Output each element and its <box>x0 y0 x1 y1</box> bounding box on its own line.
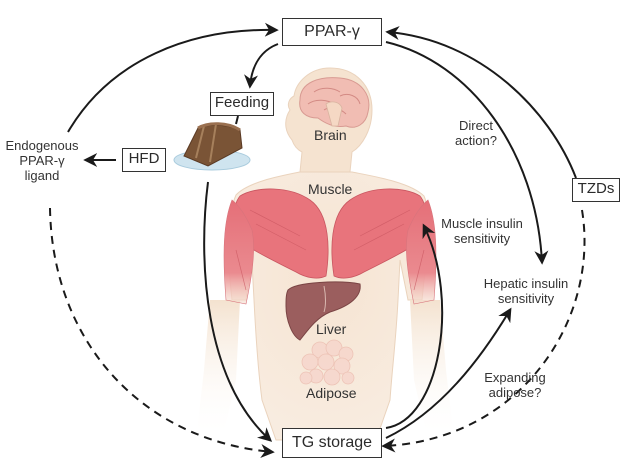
arrow-tg-to-muscle <box>385 223 444 429</box>
node-tg-storage: TG storage <box>282 428 382 458</box>
label-line: Direct <box>459 118 493 133</box>
adipose-illustration <box>299 339 355 386</box>
label-line: Expanding <box>484 370 546 385</box>
label-line: Endogenous <box>5 138 79 153</box>
label-adipose: Adipose <box>306 385 357 401</box>
label-line: Hepatic insulin <box>483 276 569 291</box>
arrow-tzds-to-ppar <box>385 26 577 179</box>
arrows <box>49 22 586 458</box>
liver-illustration <box>285 281 361 341</box>
label-line: PPAR-γ <box>19 153 65 168</box>
label-brain: Brain <box>314 127 347 143</box>
arrow-ligand-to-ppar <box>67 22 279 133</box>
arrow-feeding-to-tg <box>235 115 239 125</box>
label-muscle-insulin-sensitivity: Muscle insulin sensitivity <box>432 216 532 246</box>
node-ppar-gamma: PPAR-γ <box>282 18 382 46</box>
label-line: ligand <box>24 168 60 183</box>
label-line: sensitivity <box>453 231 511 246</box>
label-line: sensitivity <box>497 291 555 306</box>
arrow-ppar-to-feeding <box>244 43 279 89</box>
cake-icon <box>173 122 251 171</box>
label-hepatic-insulin-sensitivity: Hepatic insulin sensitivity <box>474 276 578 306</box>
arrow-tzds-to-tg-dashed <box>381 209 586 453</box>
node-hfd: HFD <box>122 148 166 172</box>
arrow-cake-to-tg <box>203 181 273 442</box>
label-line: Muscle insulin <box>441 216 523 231</box>
arrow-ppar-to-hepatic <box>385 41 549 265</box>
node-tzds: TZDs <box>572 178 620 202</box>
label-line: action? <box>455 133 497 148</box>
label-direct-action: Direct action? <box>446 118 506 148</box>
label-endogenous-ppar-ligand: Endogenous PPAR-γ ligand <box>4 138 80 183</box>
label-expanding-adipose: Expanding adipose? <box>480 370 550 400</box>
brain-illustration <box>299 77 370 128</box>
label-muscle: Muscle <box>308 181 353 197</box>
arrow-tg-to-hepatic <box>385 307 512 439</box>
node-feeding: Feeding <box>210 92 274 116</box>
arrow-ligand-to-tg-dashed <box>49 207 275 458</box>
label-liver: Liver <box>316 321 347 337</box>
label-line: adipose? <box>488 385 542 400</box>
